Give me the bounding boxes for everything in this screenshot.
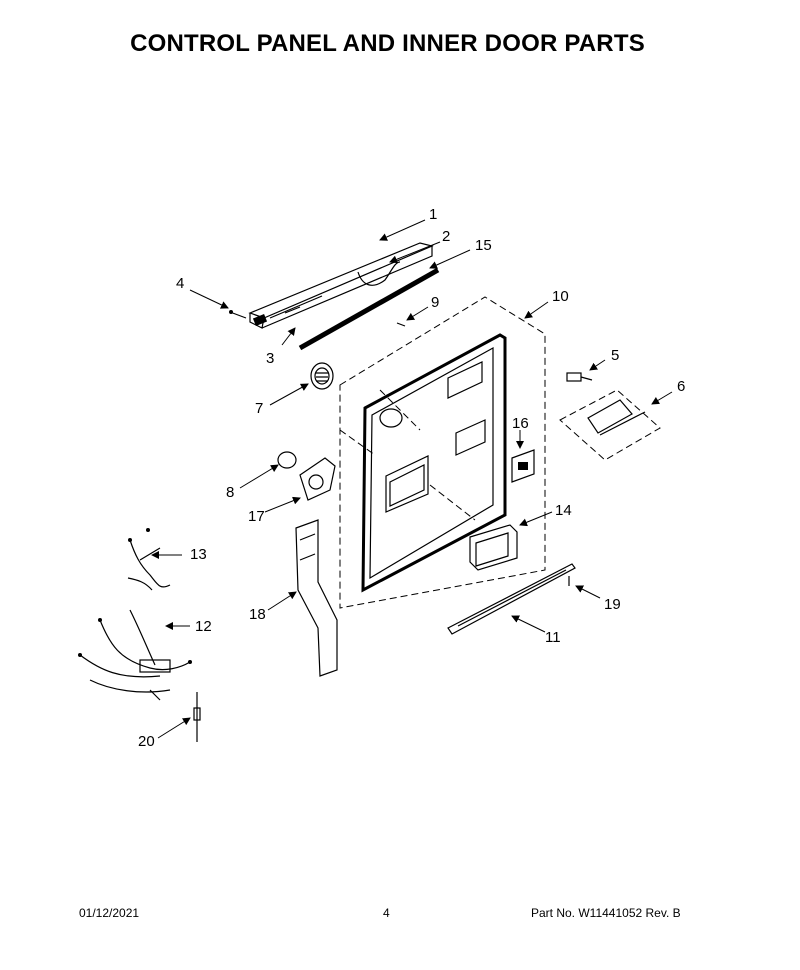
wire-harness-small-part <box>127 528 171 591</box>
control-panel-part <box>248 242 434 329</box>
vent-part <box>310 362 334 390</box>
duct-part <box>295 519 338 677</box>
callout-16: 16 <box>512 415 529 432</box>
callout-13: 13 <box>190 546 207 563</box>
callout-12: 12 <box>195 618 212 635</box>
callout-20: 20 <box>138 733 155 750</box>
gasket-strip-part <box>298 267 440 351</box>
callout-9: 9 <box>431 294 439 311</box>
leader-lines <box>151 219 673 739</box>
dispenser-part <box>469 524 518 571</box>
callout-6: 6 <box>677 378 685 395</box>
screw-part <box>229 310 247 319</box>
footer-page-number: 4 <box>383 906 390 920</box>
latch-part <box>511 449 535 483</box>
callout-7: 7 <box>255 400 263 417</box>
footer-part-number: Part No. W11441052 Rev. B <box>531 906 681 920</box>
callout-1: 1 <box>429 206 437 223</box>
inner-door-part <box>339 296 546 609</box>
footer-date: 01/12/2021 <box>79 906 140 920</box>
screw-small-part <box>396 322 406 327</box>
callout-17: 17 <box>248 508 265 525</box>
callout-2: 2 <box>442 228 450 245</box>
cable-part <box>357 261 401 286</box>
callout-10: 10 <box>552 288 569 305</box>
callout-3: 3 <box>266 350 274 367</box>
switch-part <box>566 372 593 382</box>
callout-14: 14 <box>555 502 572 519</box>
wire-harness-main-part <box>78 609 192 701</box>
callout-18: 18 <box>249 606 266 623</box>
callout-11: 11 <box>545 629 561 646</box>
lower-trim-part <box>447 563 576 635</box>
fuse-part <box>193 692 201 742</box>
seal-ring-part <box>277 451 297 469</box>
page-title: CONTROL PANEL AND INNER DOOR PARTS <box>130 30 645 57</box>
callout-8: 8 <box>226 484 234 501</box>
callout-5: 5 <box>611 347 619 364</box>
callout-19: 19 <box>604 596 621 613</box>
callout-4: 4 <box>176 275 184 292</box>
control-board-part <box>559 389 661 461</box>
callout-15: 15 <box>475 237 492 254</box>
vent-assembly-part <box>299 457 336 501</box>
